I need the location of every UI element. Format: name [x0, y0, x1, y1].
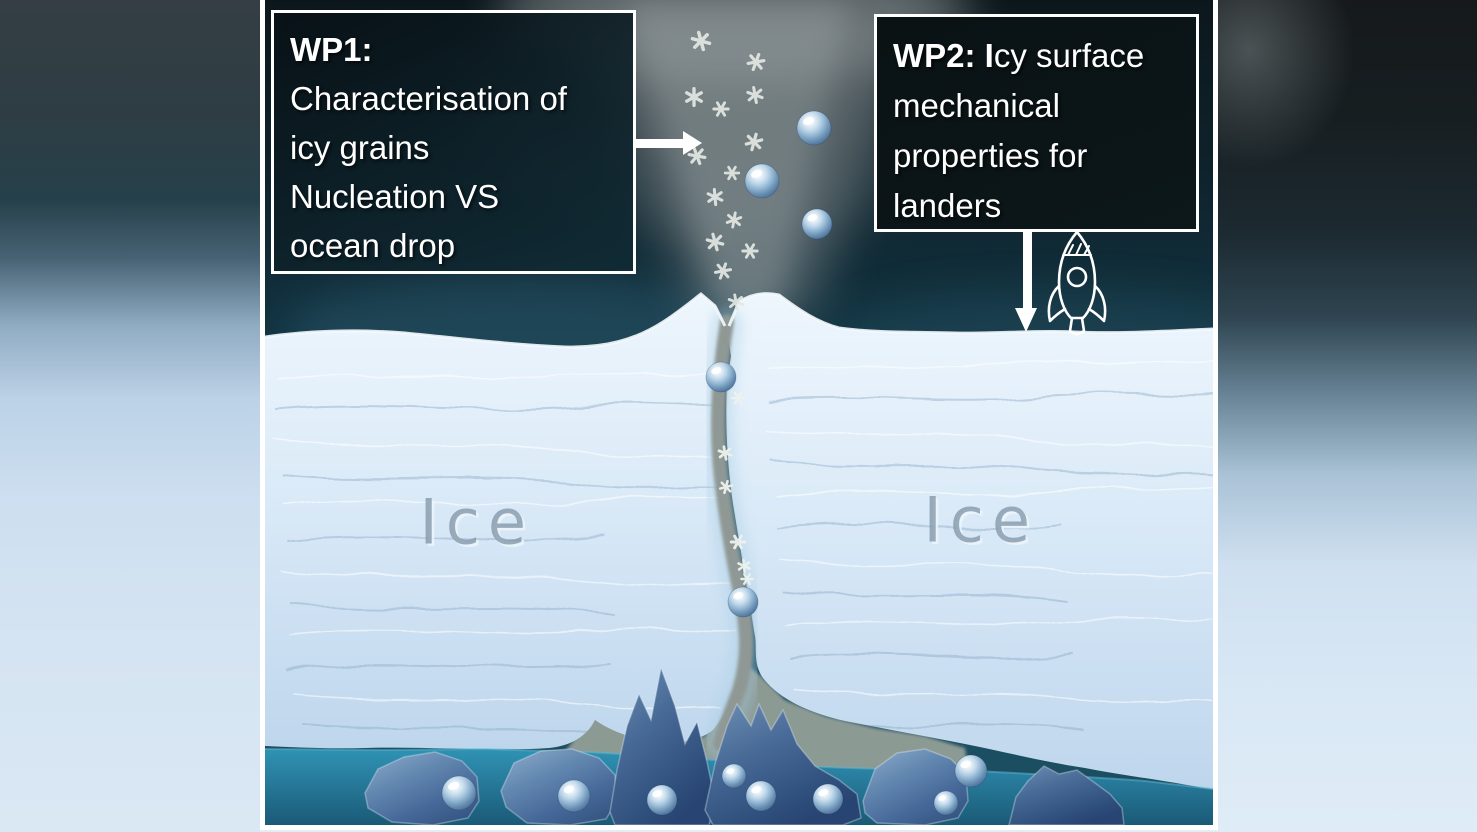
rocket-lander-icon — [1045, 228, 1109, 345]
icy-grain-sphere — [801, 208, 833, 240]
wp1-line: Nucleation VS — [290, 178, 500, 215]
wp2-title-rest: cy surface — [993, 37, 1145, 74]
wp1-line: ocean drop — [290, 227, 456, 264]
rocket-nozzle — [1068, 316, 1086, 336]
ice-chunk — [500, 748, 618, 825]
surface-rim-left — [265, 292, 727, 349]
wp2-title-bold: WP2: I — [893, 37, 994, 74]
icy-grain-sphere — [745, 780, 777, 812]
icy-grain-sphere — [796, 110, 832, 146]
wp1-label-box: WP1: Characterisation of icy grains Nucl… — [271, 10, 636, 274]
grain-highlights — [448, 116, 971, 801]
down-arrow-icon — [1023, 232, 1032, 310]
icy-grain-sphere — [646, 784, 678, 816]
ice-chunk — [609, 665, 716, 825]
icy-grain-sphere — [441, 775, 477, 811]
wp1-line: icy grains — [290, 129, 430, 166]
ice-texture-left — [274, 371, 736, 735]
rocket-window — [1066, 266, 1088, 288]
rocket-fin-right — [1087, 284, 1107, 323]
icy-grain-sphere — [954, 754, 988, 788]
wp2-line: mechanical — [893, 87, 1060, 124]
crack-channel — [711, 315, 753, 751]
down-arrow-head — [1015, 308, 1037, 332]
wp2-line: landers — [893, 187, 1002, 224]
wp2-title-line: WP2: Icy surface — [893, 31, 1182, 81]
wp1-title: WP1: — [290, 31, 373, 68]
right-arrow-head — [683, 131, 702, 155]
rocket-fin-left — [1047, 284, 1067, 323]
illustration-panel: Ice Ice Ice Ice — [260, 0, 1218, 830]
icy-grain-sphere — [705, 361, 737, 393]
icy-grain-sphere — [812, 783, 844, 815]
svg-text:Ice: Ice — [422, 488, 537, 561]
icy-grain-sphere — [744, 163, 780, 199]
rocket-nose-hatch — [1062, 243, 1092, 256]
icy-grain-sphere — [557, 779, 591, 813]
surface-rim-right — [727, 292, 1213, 335]
svg-text:Ice: Ice — [924, 484, 1039, 557]
ice-chunk — [1008, 765, 1125, 825]
blurred-backdrop-left — [0, 0, 260, 832]
wp2-line: properties for — [893, 137, 1088, 174]
wp2-label-box: WP2: Icy surface mechanical properties f… — [874, 14, 1199, 232]
icy-grain-sphere — [727, 586, 759, 618]
right-arrow-icon — [636, 139, 683, 148]
svg-text:Ice: Ice — [926, 486, 1041, 559]
rocket-body — [1057, 230, 1097, 320]
icy-grain-sphere — [721, 763, 747, 789]
wp1-line: Characterisation of — [290, 80, 567, 117]
svg-text:Ice: Ice — [420, 486, 535, 559]
blurred-backdrop-right — [1218, 0, 1477, 832]
ice-label-right: Ice Ice — [924, 484, 1041, 560]
icy-grain-sphere — [933, 790, 959, 816]
ice-label-left: Ice Ice — [420, 486, 537, 562]
